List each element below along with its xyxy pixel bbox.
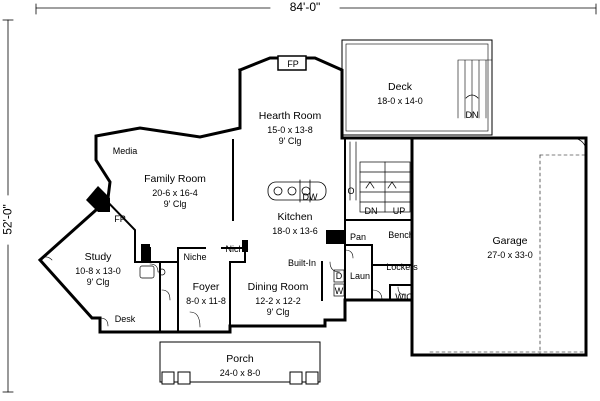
- room-deck-size: 18-0 x 14-0: [377, 96, 423, 106]
- room-deck-name: Deck: [388, 81, 412, 93]
- room-hearth-ceiling: 9' Clg: [278, 136, 302, 147]
- room-dining-ceiling: 9' Clg: [266, 307, 290, 318]
- hearth-fp-label: FP: [287, 59, 299, 69]
- room-deck: Deck 18-0 x 14-0: [360, 76, 440, 107]
- garage-doors: [429, 154, 587, 356]
- room-family: Family Room 20-6 x 16-4 9' Clg: [135, 168, 215, 211]
- stair-dn-label: DN: [364, 206, 378, 216]
- stairs: [349, 141, 411, 213]
- lockers-label: Lockers: [386, 262, 418, 272]
- desk-label: Desk: [114, 314, 136, 324]
- room-hearth-name: Hearth Room: [258, 110, 322, 122]
- room-dining: Dining Room 12-2 x 12-2 9' Clg: [240, 276, 316, 319]
- overall-depth-label: 52'-0": [0, 204, 15, 235]
- family-fp-label: FP: [114, 214, 126, 224]
- room-garage-size: 27-0 x 33-0: [487, 250, 533, 260]
- dw-label: DW: [302, 192, 318, 202]
- room-kitchen: Kitchen 18-0 x 13-6: [260, 206, 330, 237]
- room-study-name: Study: [84, 251, 112, 263]
- room-hearth-size: 15-0 x 13-8: [267, 125, 313, 135]
- door-swings: [39, 249, 407, 328]
- media-label: Media: [112, 146, 138, 156]
- room-study-size: 10-8 x 13-0: [75, 266, 121, 276]
- wic-label: WIC: [395, 292, 413, 302]
- room-foyer: Foyer 8-0 x 11-8: [176, 276, 236, 307]
- room-study: Study 10-8 x 13-0 9' Clg: [58, 246, 138, 289]
- room-foyer-name: Foyer: [192, 281, 220, 293]
- deck-dn-label: DN: [465, 110, 479, 120]
- washer-label: W: [334, 286, 344, 296]
- room-dining-size: 12-2 x 12-2: [255, 296, 301, 306]
- pan-label: Pan: [349, 232, 366, 242]
- room-family-size: 20-6 x 16-4: [152, 188, 198, 198]
- kitchen-island: [267, 179, 327, 203]
- room-family-name: Family Room: [144, 173, 206, 185]
- room-family-ceiling: 9' Clg: [163, 199, 187, 210]
- room-kitchen-name: Kitchen: [277, 211, 313, 223]
- dimension-lines: [2, 3, 597, 393]
- stair-up-label: UP: [392, 206, 406, 216]
- room-kitchen-size: 18-0 x 13-6: [272, 226, 318, 236]
- room-garage: Garage 27-0 x 33-0: [470, 230, 550, 261]
- o-label: O: [347, 186, 355, 196]
- bath-fixtures: [139, 265, 345, 297]
- bench-label: Bench: [388, 230, 414, 240]
- niche-label-2: Niche: [225, 244, 249, 254]
- room-porch-size: 24-0 x 8-0: [219, 368, 261, 378]
- deck-outline: [341, 39, 493, 136]
- room-dining-name: Dining Room: [247, 281, 309, 293]
- room-porch-name: Porch: [226, 353, 254, 365]
- room-garage-name: Garage: [492, 235, 528, 247]
- room-hearth: Hearth Room 15-0 x 13-8 9' Clg: [250, 105, 330, 148]
- laun-label: Laun: [349, 271, 371, 281]
- solid-wall-blocks: [86, 186, 344, 262]
- room-foyer-size: 8-0 x 11-8: [186, 296, 226, 306]
- ref-label: Ref: [328, 234, 343, 244]
- hearth-fireplace: [277, 55, 307, 71]
- overall-width-label: 84'-0": [289, 0, 321, 14]
- built-in-label: Built-In: [287, 258, 316, 268]
- dryer-label: D: [335, 271, 343, 281]
- niche-label-1: Niche: [183, 252, 207, 262]
- porch-outline: [159, 341, 321, 385]
- room-study-ceiling: 9' Clg: [86, 277, 110, 288]
- room-porch: Porch 24-0 x 8-0: [200, 348, 280, 379]
